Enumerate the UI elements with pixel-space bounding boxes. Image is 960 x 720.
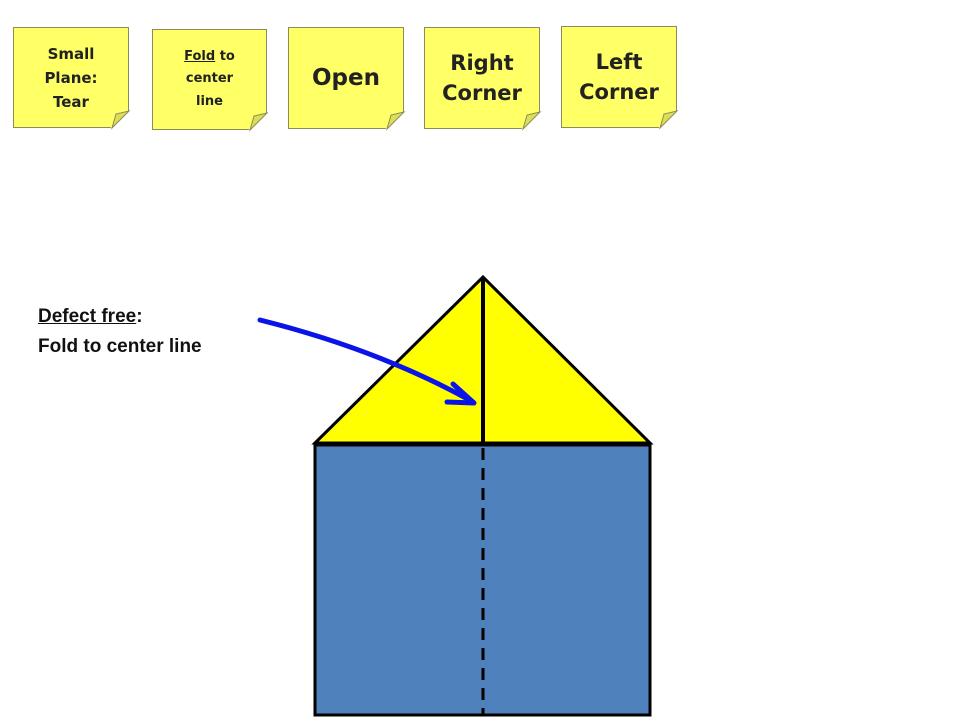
sticky-note-open[interactable]: Open	[288, 27, 404, 129]
note-word-to: to	[219, 49, 235, 65]
note-word-fold: Fold	[184, 49, 216, 65]
note-line: Corner	[442, 81, 522, 105]
sticky-note-fold-to-center-line[interactable]: Fold to center line	[152, 29, 267, 130]
pointer-arrow	[257, 317, 476, 405]
sticky-note-small-plane-tear[interactable]: Small Plane: Tear	[13, 27, 129, 128]
note-line: center	[185, 71, 234, 87]
note-line: line	[196, 93, 223, 109]
note-line: Small	[47, 44, 95, 63]
defect-free-caption: Defect free: Fold to center line	[38, 302, 202, 362]
note-line: Right	[450, 50, 514, 75]
note-line: Tear	[53, 92, 89, 111]
arrowhead-icon	[444, 381, 477, 406]
note-line: Left	[595, 49, 643, 74]
caption-colon: :	[136, 306, 143, 327]
caption-defect-free: Defect free	[38, 306, 137, 327]
caption-fold-to-center-line: Fold to center line	[38, 336, 202, 357]
note-line: Corner	[579, 80, 659, 104]
note-line: Plane:	[44, 68, 98, 87]
note-label: Open	[312, 65, 380, 91]
sticky-note-left-corner[interactable]: Left Corner	[561, 26, 677, 128]
sticky-note-right-corner[interactable]: Right Corner	[424, 27, 540, 129]
